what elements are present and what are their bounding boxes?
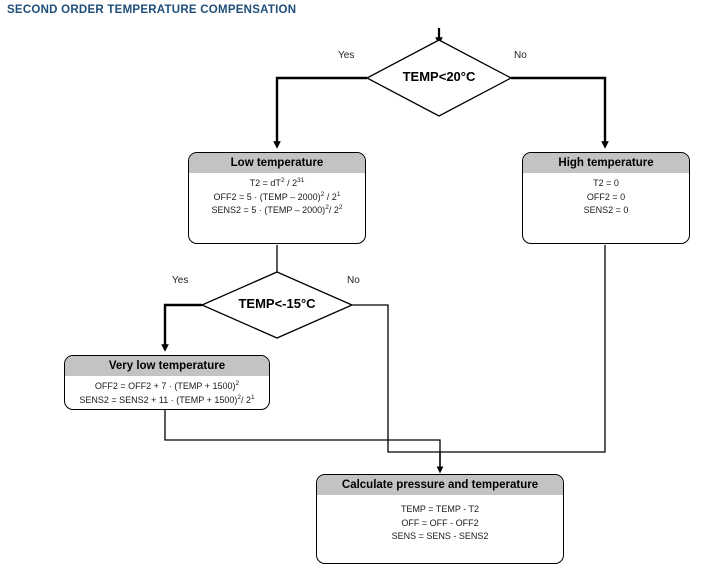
low-temperature-header: Low temperature <box>189 153 365 173</box>
process-box-calculate: Calculate pressure and temperature TEMP … <box>316 474 564 564</box>
edge-no-high-temp <box>511 76 609 149</box>
high-temperature-header: High temperature <box>523 153 689 173</box>
very-low-temperature-body: OFF2 = OFF2 + 7 · (TEMP + 1500)2 SENS2 =… <box>65 376 269 407</box>
branch-label-yes-1: Yes <box>338 50 355 61</box>
decision-temp-lt-minus15-label: TEMP<-15°C <box>238 296 316 311</box>
very-low-temperature-line-2: SENS2 = SENS2 + 11 · (TEMP + 1500)2/ 21 <box>79 393 255 405</box>
very-low-temperature-line-1: OFF2 = OFF2 + 7 · (TEMP + 1500)2 <box>94 380 240 391</box>
process-box-high-temperature: High temperature T2 = 0 OFF2 = 0 SENS2 =… <box>522 152 690 244</box>
low-temperature-body: T2 = dT2 / 231 OFF2 = 5 · (TEMP – 2000)2… <box>189 173 365 218</box>
calculate-line-1: TEMP = TEMP - T2 <box>400 504 480 514</box>
low-temperature-line-1: T2 = dT2 / 231 <box>249 177 305 188</box>
page-title: SECOND ORDER TEMPERATURE COMPENSATION <box>7 4 297 16</box>
branch-label-no-1: No <box>514 50 527 61</box>
high-temperature-line-1: T2 = 0 <box>593 178 619 188</box>
edge-yes-low-temp <box>273 76 367 149</box>
edge-hightemp-merge <box>440 245 606 453</box>
very-low-temperature-header: Very low temperature <box>65 356 269 376</box>
edge-no-merge <box>352 304 440 453</box>
process-box-very-low-temperature: Very low temperature OFF2 = OFF2 + 7 · (… <box>64 355 270 410</box>
high-temperature-line-3: SENS2 = 0 <box>583 205 629 215</box>
edge-yes-very-low-temp <box>161 303 202 352</box>
low-temperature-line-2: OFF2 = 5 · (TEMP – 2000)2 / 21 <box>213 190 341 202</box>
branch-label-yes-2: Yes <box>172 275 189 286</box>
high-temperature-body: T2 = 0 OFF2 = 0 SENS2 = 0 <box>523 173 689 218</box>
edge-verylow-merge <box>164 410 441 452</box>
decision-temp-lt-minus15-shape <box>200 271 354 339</box>
calculate-body: TEMP = TEMP - T2 OFF = OFF - OFF2 SENS =… <box>317 495 563 544</box>
decision-temp-lt-20-label: TEMP<20°C <box>402 69 476 84</box>
calculate-line-3: SENS = SENS - SENS2 <box>391 531 489 541</box>
process-box-low-temperature: Low temperature T2 = dT2 / 231 OFF2 = 5 … <box>188 152 366 244</box>
decision-temp-lt-20-shape <box>365 39 513 117</box>
branch-label-no-2: No <box>347 275 360 286</box>
high-temperature-line-2: OFF2 = 0 <box>586 191 626 202</box>
low-temperature-line-3: SENS2 = 5 · (TEMP – 2000)2/ 22 <box>211 204 343 215</box>
calculate-header: Calculate pressure and temperature <box>317 475 563 495</box>
calculate-line-2: OFF = OFF - OFF2 <box>401 517 479 528</box>
